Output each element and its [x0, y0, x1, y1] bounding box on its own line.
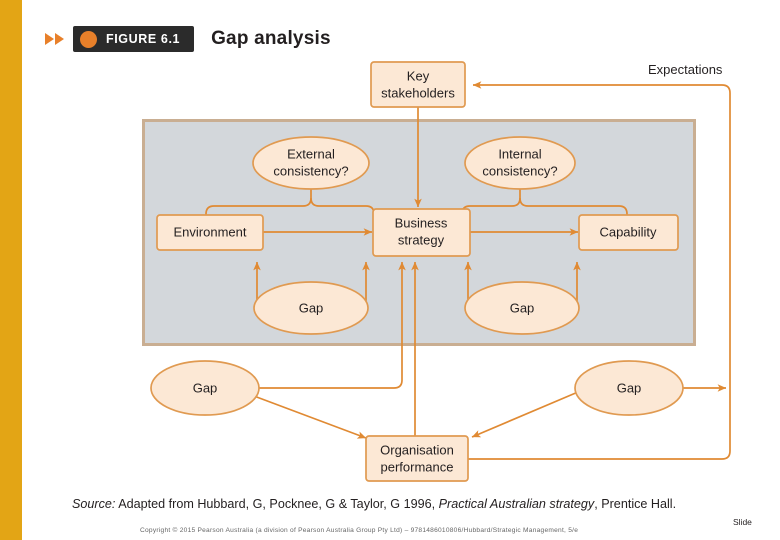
- node-organisation-performance-line2: performance: [381, 459, 454, 474]
- node-gap-outer-right[interactable]: Gap: [574, 360, 684, 416]
- node-organisation-performance-line1: Organisation: [380, 442, 454, 457]
- edge-internalconsistency-to-capability: [519, 197, 628, 216]
- left-accent-bar: [0, 0, 22, 540]
- node-external-consistency-line2: consistency?: [273, 163, 348, 178]
- node-gap-outer-left[interactable]: Gap: [150, 360, 260, 416]
- edge-gapouterright-to-organisationperformance: [471, 391, 579, 438]
- node-internal-consistency-line1: Internal: [498, 146, 541, 161]
- edge-externalconsistency-to-environment: [205, 197, 312, 216]
- node-capability[interactable]: Capability: [578, 214, 679, 251]
- node-gap-inner-left-label: Gap: [299, 300, 324, 315]
- node-capability-label: Capability: [599, 224, 657, 239]
- double-chevron-right-icon: [44, 32, 66, 46]
- source-note-title: Practical Australian strategy: [438, 497, 595, 511]
- node-business-strategy[interactable]: Business strategy: [372, 208, 471, 257]
- copyright-notice: Copyright © 2015 Pearson Australia (a di…: [140, 527, 579, 534]
- node-gap-outer-right-label: Gap: [617, 380, 642, 395]
- node-internal-consistency-line2: consistency?: [482, 163, 557, 178]
- node-gap-inner-right[interactable]: Gap: [464, 281, 580, 335]
- node-gap-outer-left-label: Gap: [193, 380, 218, 395]
- slide-label: Slide: [733, 517, 752, 527]
- figure-bullet-dot-icon: [80, 30, 97, 48]
- node-gap-inner-left[interactable]: Gap: [253, 281, 369, 335]
- source-note-text-b: , Prentice Hall.: [594, 497, 677, 511]
- source-note-prefix: Source:: [72, 497, 116, 511]
- figure-header: FIGURE 6.1 Gap analysis: [44, 24, 331, 54]
- edge-expectations-feedback: [467, 81, 731, 460]
- node-gap-inner-right-label: Gap: [510, 300, 535, 315]
- figure-number-chip: FIGURE 6.1: [73, 26, 195, 52]
- edge-gapouterleft-to-organisationperformance: [253, 395, 367, 439]
- left-accent-bar-fill: [0, 0, 22, 540]
- node-environment[interactable]: Environment: [156, 214, 264, 251]
- node-organisation-performance[interactable]: Organisation performance: [365, 435, 469, 482]
- node-internal-consistency[interactable]: Internal consistency?: [464, 136, 576, 190]
- page-title: Gap analysis: [211, 28, 331, 49]
- source-note-text-a: Adapted from Hubbard, G, Pocknee, G & Ta…: [115, 497, 439, 511]
- node-external-consistency[interactable]: External consistency?: [252, 136, 370, 190]
- node-business-strategy-line2: strategy: [398, 232, 445, 247]
- edge-gapouterleft-to-businessstrategy: [258, 261, 406, 389]
- node-key-stakeholders-line2: stakeholders: [381, 85, 455, 100]
- node-business-strategy-line1: Business: [395, 215, 448, 230]
- node-external-consistency-line1: External: [287, 146, 335, 161]
- source-note: Source: Adapted from Hubbard, G, Pocknee…: [72, 497, 676, 511]
- node-key-stakeholders[interactable]: Key stakeholders: [370, 61, 466, 108]
- node-key-stakeholders-line1: Key: [407, 68, 430, 83]
- node-environment-label: Environment: [174, 224, 247, 239]
- figure-number-label: FIGURE 6.1: [106, 32, 181, 46]
- edge-label-expectations: Expectations: [648, 62, 723, 77]
